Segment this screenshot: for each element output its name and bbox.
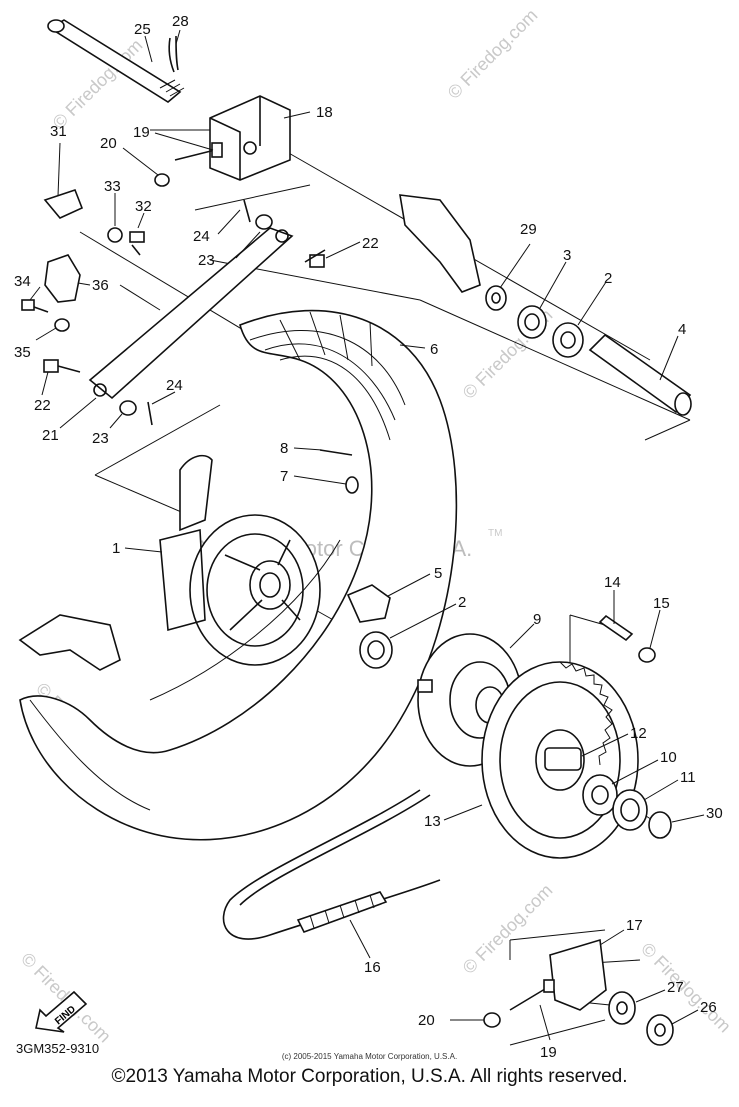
callout-3: 3: [563, 247, 571, 264]
footer-copyright: ©2013 Yamaha Motor Corporation, U.S.A. A…: [111, 1066, 628, 1087]
callout-30: 30: [706, 805, 723, 822]
center-mark-tm: TM: [488, 528, 502, 539]
callout-20-bottom: 20: [418, 1012, 435, 1029]
callout-21: 21: [42, 427, 59, 444]
callout-35: 35: [14, 344, 31, 361]
part-16-drive-chain: [222, 789, 441, 940]
part-34-bolt: [21, 299, 49, 313]
callout-29: 29: [520, 221, 537, 238]
callout-4: 4: [678, 321, 686, 338]
callout-7: 7: [280, 468, 288, 485]
part-28-cotter-pin: [168, 35, 179, 73]
callout-16: 16: [364, 959, 381, 976]
callout-23-bottom: 23: [92, 430, 109, 447]
callout-23-top: 23: [198, 252, 215, 269]
fine-print-copyright: (c) 2005-2015 Yamaha Motor Corporation, …: [281, 1052, 458, 1061]
part-33-washer: [107, 227, 123, 243]
part-10-bearing: [582, 774, 618, 816]
part-31-bracket: [43, 189, 84, 219]
part-35-washer: [54, 318, 70, 332]
part-11-oil-seal: [612, 789, 648, 831]
part-20-nut-top: [154, 173, 170, 187]
part-15-nut: [638, 647, 656, 663]
part-30-collar: [648, 811, 672, 839]
callout-25: 25: [134, 21, 151, 38]
part-32-bolt: [129, 231, 145, 256]
part-23-nut-upper: [255, 214, 273, 230]
part-19-adjust-bolt-bottom: [509, 979, 555, 1011]
callout-27: 27: [667, 979, 684, 996]
part-18-adjuster-block: [209, 95, 291, 181]
part-3-oil-seal: [517, 305, 547, 339]
part-36-caliper-bracket: [44, 254, 81, 303]
part-25-axle: [47, 19, 185, 103]
part-24-cotter-upper: [243, 199, 251, 223]
callout-13: 13: [424, 813, 441, 830]
watermark-top-right: © Firedog.com: [444, 5, 542, 103]
callout-33: 33: [104, 178, 121, 195]
part-24-cotter-lower: [147, 401, 153, 426]
callout-28: 28: [172, 13, 189, 30]
part-5-damper: [346, 584, 391, 623]
callout-20-top: 20: [100, 135, 117, 152]
callout-24-top: 24: [193, 228, 210, 245]
callout-36: 36: [92, 277, 109, 294]
callout-1: 1: [112, 540, 120, 557]
part-4-spacer: [588, 333, 692, 416]
part-23-nut-lower: [119, 400, 137, 416]
diagram-code: 3GM352-9310: [16, 1041, 100, 1056]
part-22-bolt-upper: [304, 249, 326, 268]
part-8-valve-stem: [319, 449, 353, 456]
callout-32: 32: [135, 198, 152, 215]
callout-leaders: [29, 29, 705, 1041]
callout-5: 5: [434, 565, 442, 582]
callout-22-top: 22: [362, 235, 379, 252]
callout-18: 18: [316, 104, 333, 121]
callout-34: 34: [14, 273, 31, 290]
caliper-support-bracket: [399, 194, 481, 293]
callout-17: 17: [626, 917, 643, 934]
part-29-collar: [485, 285, 507, 311]
part-1-wheel: [149, 454, 341, 701]
callout-10: 10: [660, 749, 677, 766]
callout-12: 12: [630, 725, 647, 742]
callout-19-bottom: 19: [540, 1044, 557, 1061]
part-2-bearing-upper: [552, 322, 584, 358]
callout-19-top: 19: [133, 124, 150, 141]
part-20-nut-bottom: [483, 1012, 501, 1028]
callout-6: 6: [430, 341, 438, 358]
callout-8: 8: [280, 440, 288, 457]
callout-15: 15: [653, 595, 670, 612]
callout-11: 11: [680, 769, 696, 786]
part-12-collar: [544, 747, 582, 771]
callout-9: 9: [533, 611, 541, 628]
part-2-bearing-lower: [359, 631, 393, 669]
callout-31: 31: [50, 123, 67, 140]
part-7-valve-cap: [345, 476, 359, 494]
find-arrow-badge: FIND: [34, 990, 90, 1034]
part-26-axle-nut: [646, 1014, 674, 1046]
part-6-tire: [18, 309, 458, 841]
callout-22-bottom: 22: [34, 397, 51, 414]
watermark-bottom-center: © Firedog.com: [459, 880, 557, 978]
callout-2-top: 2: [604, 270, 612, 287]
part-27-washer: [608, 991, 636, 1025]
callout-14: 14: [604, 574, 621, 591]
part-22-bolt-lower: [43, 359, 81, 373]
part-14-stud-bolt: [598, 614, 634, 642]
callout-24-bottom: 24: [166, 377, 183, 394]
part-21-torque-arm: [88, 227, 294, 400]
callout-26: 26: [700, 999, 717, 1016]
part-17-adjuster-plate: [549, 938, 607, 1011]
callout-2-bottom: 2: [458, 594, 466, 611]
callout-numbers: 25 28 18 19 20 31 33 32 24 23 22 36 34 3…: [14, 13, 723, 1061]
